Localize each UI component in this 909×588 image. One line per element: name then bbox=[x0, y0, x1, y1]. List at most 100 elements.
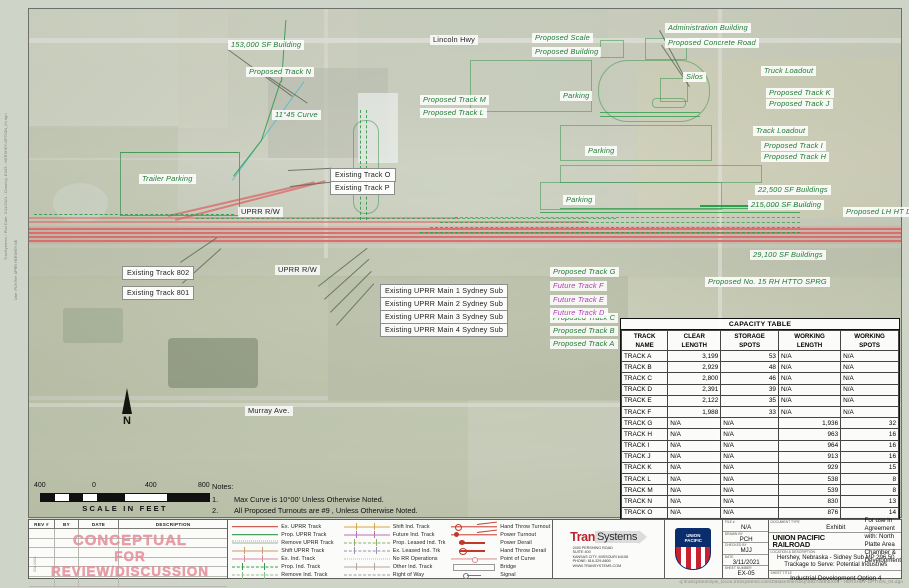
capacity-cell: N/A bbox=[667, 506, 722, 519]
capacity-cell: N/A bbox=[667, 484, 722, 497]
legend-item: Remove Ind. Track bbox=[232, 571, 341, 579]
capacity-cell: 539 bbox=[777, 484, 842, 497]
map-label-green: Proposed Track N bbox=[246, 67, 315, 77]
loop-track-lm bbox=[353, 120, 379, 214]
legend-item: Future Ind. Track bbox=[343, 531, 450, 539]
capacity-track-name: TRACK H bbox=[620, 428, 669, 441]
building-215k bbox=[560, 165, 762, 183]
title-meta-key: FILE # bbox=[724, 520, 735, 524]
revision-row[interactable] bbox=[29, 548, 228, 558]
note-number: 2. bbox=[212, 506, 219, 515]
map-label-green: Track Loadout bbox=[753, 126, 809, 136]
existing-track-802 bbox=[28, 221, 588, 223]
legend-label: Other Ind. Track bbox=[392, 563, 433, 570]
legend-label: No RR Operations bbox=[392, 555, 438, 562]
capacity-track-name: TRACK O bbox=[620, 506, 669, 519]
capacity-cell: 1,936 bbox=[777, 417, 842, 430]
legend-item: Other Ind. Track bbox=[343, 563, 450, 571]
capacity-cell: N/A bbox=[720, 450, 779, 463]
capacity-cell: 2,391 bbox=[667, 383, 722, 396]
union-pacific-railroad-name: UNION PACIFIC RAILROAD bbox=[772, 532, 825, 550]
trailer-parking-area bbox=[120, 152, 240, 216]
map-label-magenta: Future Track F bbox=[550, 281, 607, 291]
legend-symbol-icon bbox=[343, 572, 390, 579]
revision-row[interactable] bbox=[29, 567, 228, 577]
map-label-green: 22,500 SF Buildings bbox=[755, 185, 831, 195]
capacity-cell: 913 bbox=[777, 450, 842, 463]
capacity-cell: N/A bbox=[720, 484, 779, 497]
map-label-green: Truck Loadout bbox=[761, 66, 817, 76]
note-item: 2.All Proposed Turnouts are #9 , Unless … bbox=[212, 505, 418, 516]
proposed-track-b bbox=[430, 227, 800, 228]
proposed-track-h bbox=[540, 212, 800, 214]
map-label-green: Trailer Parking bbox=[139, 174, 196, 184]
map-callout: Existing Track O bbox=[330, 168, 396, 182]
capacity-cell: N/A bbox=[667, 439, 722, 452]
legend-label: Point of Curve bbox=[500, 555, 536, 562]
legend-symbol-icon bbox=[451, 555, 498, 563]
legend-label: Signal bbox=[500, 572, 516, 579]
railroad-agreement-row: UNION PACIFIC RAILROAD For use in Agreem… bbox=[768, 517, 901, 564]
capacity-track-name: TRACK K bbox=[620, 461, 669, 475]
scale-tick: 0 bbox=[92, 482, 96, 489]
proposed-track-i bbox=[560, 208, 790, 210]
map-label-green: Proposed Track K bbox=[766, 88, 834, 98]
map-label-green: Proposed Track I bbox=[761, 141, 826, 151]
scale-bar: 400 0 400 800 SCALE IN FEET bbox=[34, 482, 210, 513]
capacity-cell: N/A bbox=[777, 361, 842, 374]
map-label-green: 11°45 Curve bbox=[272, 110, 321, 120]
uprr-main-3 bbox=[28, 236, 902, 238]
legend-item: Right of Way bbox=[343, 572, 450, 579]
map-label-green: Silos bbox=[683, 72, 707, 82]
capacity-col-header: WORKING LENGTH bbox=[777, 330, 842, 351]
revision-row[interactable] bbox=[29, 576, 228, 587]
map-label-green: 215,000 SF Building bbox=[748, 200, 825, 210]
proposed-track-g bbox=[455, 217, 800, 218]
legend-item: Shift UPRR Track bbox=[232, 547, 341, 555]
legend-column-2: Shift Ind. Track Future Ind. Track Prop.… bbox=[343, 523, 450, 579]
map-label-green: Proposed Building bbox=[532, 47, 602, 57]
legend-item: Point of Curve bbox=[451, 555, 550, 563]
note-item: 1.Max Curve is 10°00' Unless Otherwise N… bbox=[212, 494, 418, 505]
transystems-name-part1: Tran bbox=[570, 529, 595, 544]
scale-tick: 400 bbox=[34, 482, 46, 489]
revision-side-date: 3/11/2021 bbox=[33, 556, 37, 572]
map-callout: Existing UPRR Main 2 Sydney Sub bbox=[380, 297, 509, 311]
revision-row[interactable] bbox=[29, 557, 228, 568]
file-path-footer: q:\transystems\pw_locon.transystems.com\… bbox=[679, 579, 903, 584]
legend-item: Hand Throw Turnout bbox=[451, 521, 550, 531]
side-plot-text: TranSystems / Plot Date: 3/11/2021 - Dra… bbox=[4, 113, 8, 260]
revision-row[interactable] bbox=[29, 538, 228, 549]
capacity-cell: 963 bbox=[777, 428, 842, 441]
parking-lot-1 bbox=[470, 60, 592, 112]
title-meta-key: DRAWN BY bbox=[724, 531, 743, 536]
capacity-cell: N/A bbox=[667, 450, 722, 463]
document-type-value: Exhibit bbox=[826, 524, 846, 532]
capacity-col-header: STORAGE SPOTS bbox=[720, 330, 779, 351]
legend-label: Right of Way bbox=[392, 572, 425, 579]
map-callout: Existing Track P bbox=[330, 181, 395, 195]
capacity-track-name: TRACK A bbox=[620, 349, 669, 363]
capacity-track-name: TRACK I bbox=[620, 439, 669, 452]
industry-lead-dashed bbox=[196, 218, 616, 219]
capacity-cell: N/A bbox=[720, 495, 779, 508]
revision-row[interactable] bbox=[29, 529, 228, 539]
scale-caption: SCALE IN FEET bbox=[82, 504, 168, 513]
legend-label: Ex. Leased Ind. Trk bbox=[392, 547, 441, 554]
legend-item: Ex. Leased Ind. Trk bbox=[343, 547, 450, 555]
capacity-cell: N/A bbox=[777, 372, 842, 385]
legend-label: Ex. UPRR Track bbox=[281, 523, 322, 530]
capacity-cell: 538 bbox=[777, 473, 842, 486]
map-label-green: Parking bbox=[560, 91, 593, 101]
legend-symbol-icon bbox=[451, 529, 498, 538]
legend-item: Shift Ind. Track bbox=[343, 523, 450, 530]
legend-label: Power Turnout bbox=[500, 531, 537, 538]
north-arrow-label: N bbox=[123, 415, 131, 427]
proposed-track-a bbox=[420, 232, 800, 233]
